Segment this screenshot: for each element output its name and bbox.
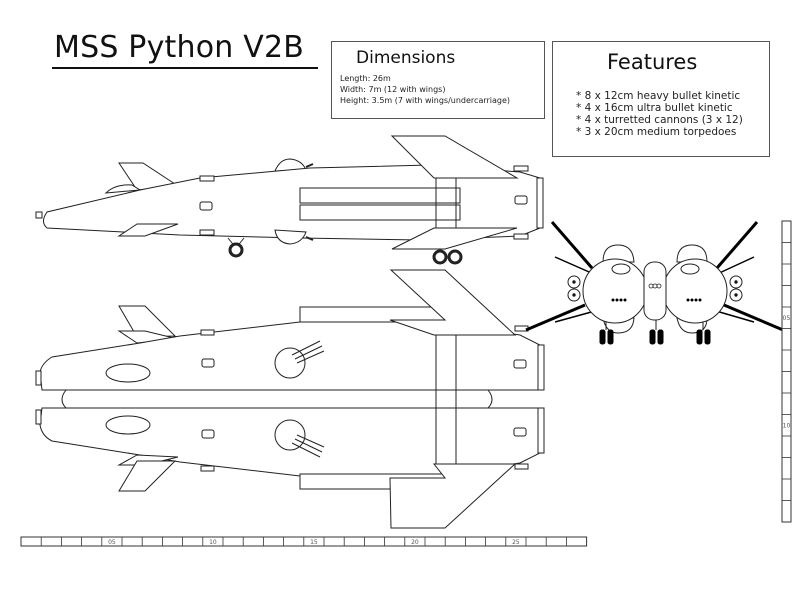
side-canopy [104, 184, 142, 194]
side-main-wing-upper [390, 135, 519, 179]
front-view [525, 221, 784, 345]
side-dorsal-dome [274, 158, 307, 172]
top-gun-mount [200, 329, 215, 336]
side-gun-mount [513, 165, 529, 172]
features-box: Features * 8 x 12cm heavy bullet kinetic… [552, 41, 770, 157]
ruler-label: 15 [310, 539, 318, 546]
dimensions-box: Dimensions Length: 26m Width: 7m (12 wit… [331, 41, 545, 119]
side-hull [43, 164, 541, 241]
side-nose-gun [35, 211, 43, 219]
dimension-length: Length: 26m [340, 74, 391, 83]
feature-item: * 8 x 12cm heavy bullet kinetic [576, 90, 741, 102]
dimension-height: Height: 3.5m (7 with wings/undercarriage… [340, 96, 511, 105]
top-view [35, 269, 545, 529]
top-turret [274, 340, 325, 379]
top-gun-mount [514, 463, 529, 470]
feature-item: * 4 x 16cm ultra bullet kinetic [576, 102, 733, 114]
side-main-wing-lower [391, 227, 518, 250]
front-dome-right [676, 244, 708, 263]
blueprint-title: MSS Python V2B [54, 30, 305, 65]
front-side-gun-left [567, 275, 581, 302]
side-engine [536, 177, 544, 229]
top-hatch [513, 359, 527, 369]
side-weapon-pod [299, 187, 461, 204]
front-side-gun-right [729, 275, 743, 302]
top-engine [537, 407, 545, 454]
top-nose-gun [35, 370, 42, 386]
side-nose-gear-wheel [228, 242, 244, 258]
top-hatch [201, 358, 215, 368]
top-tail-fin-upper [118, 305, 177, 338]
top-center-rail [61, 389, 493, 409]
side-hatch [199, 201, 213, 211]
ruler-label: 10 [209, 539, 217, 546]
side-ventral-dome [274, 229, 307, 245]
title-underline [52, 67, 318, 69]
top-nose-gun [35, 409, 42, 425]
top-cockpit-window [105, 415, 151, 435]
top-main-wing-upper [389, 269, 517, 336]
top-tail-fin-lower [118, 460, 177, 492]
front-window-right [680, 263, 700, 275]
ruler-label: 10 [783, 422, 791, 429]
side-main-gear-wheel [447, 249, 463, 265]
front-dome-left [602, 244, 635, 263]
ruler-label: 20 [411, 539, 419, 546]
feature-item: * 4 x turretted cannons (3 x 12) [576, 114, 743, 126]
horizontal-ruler: 05 10 15 20 25 [20, 536, 588, 547]
ruler-label: 05 [783, 315, 791, 322]
side-gun-mount [199, 229, 215, 236]
top-turret [274, 419, 325, 458]
feature-item: * 3 x 20cm medium torpedoes [576, 126, 737, 138]
dimensions-heading: Dimensions [356, 48, 456, 68]
top-hatch [201, 429, 215, 439]
vertical-ruler: 05 10 [781, 220, 792, 523]
side-hatch [514, 195, 528, 205]
side-ventral-fin [117, 223, 179, 237]
side-main-gear-wheel [432, 249, 448, 265]
side-gun-mount [513, 233, 529, 240]
side-weapon-pod [299, 204, 461, 221]
side-gun-mount [199, 175, 215, 182]
dimension-width: Width: 7m (12 with wings) [340, 85, 446, 94]
front-center-body [643, 261, 667, 321]
ruler-label: 25 [512, 539, 520, 546]
ruler-label: 05 [108, 539, 116, 546]
top-hatch [513, 427, 527, 437]
top-engine [537, 344, 545, 391]
side-view [35, 135, 544, 265]
features-heading: Features [607, 50, 698, 74]
front-window-left [611, 263, 631, 275]
top-gun-mount [200, 465, 215, 472]
top-cockpit-window [105, 363, 151, 383]
